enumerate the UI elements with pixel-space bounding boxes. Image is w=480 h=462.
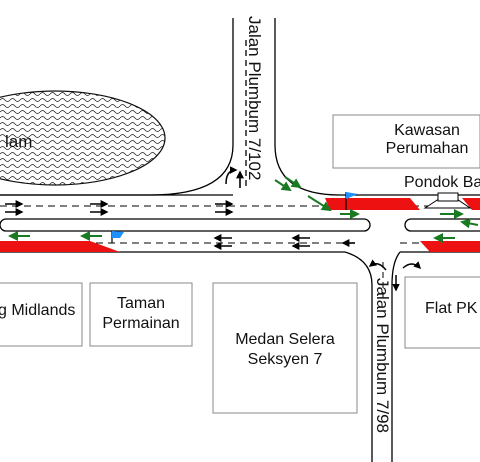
green-arrows: [8, 176, 479, 243]
building-medan: [212, 282, 358, 414]
building-label-medan: Medan Selera Seksyen 7: [235, 331, 335, 368]
lake: lam: [0, 90, 166, 186]
road-label-south: Jalan Plumbum 7/98: [373, 278, 392, 433]
central-median: [0, 218, 480, 232]
building-label-taman: Taman Permainan: [102, 295, 180, 332]
building-kawasan: [332, 114, 480, 169]
u-turn-icon: [225, 166, 422, 292]
building-label-flat: Flat PK: [425, 300, 478, 317]
black-lane-arrows: [5, 170, 355, 250]
building-label-midlands: g Midlands: [0, 302, 76, 319]
building-flat: [404, 276, 480, 349]
south-road: [344, 251, 401, 462]
building-label-pondok: Pondok Ba: [404, 174, 480, 191]
building-midlands: [0, 282, 83, 347]
road-label-north: Jalan Plumbum 7/102: [245, 16, 264, 181]
building-label-kawasan: Kawasan Perumahan: [385, 122, 469, 157]
pondok-structure: [423, 192, 472, 209]
building-taman: [89, 282, 193, 347]
lake-label: lam: [5, 132, 32, 151]
flag-icon: [111, 192, 358, 243]
red-islands: [0, 198, 480, 252]
